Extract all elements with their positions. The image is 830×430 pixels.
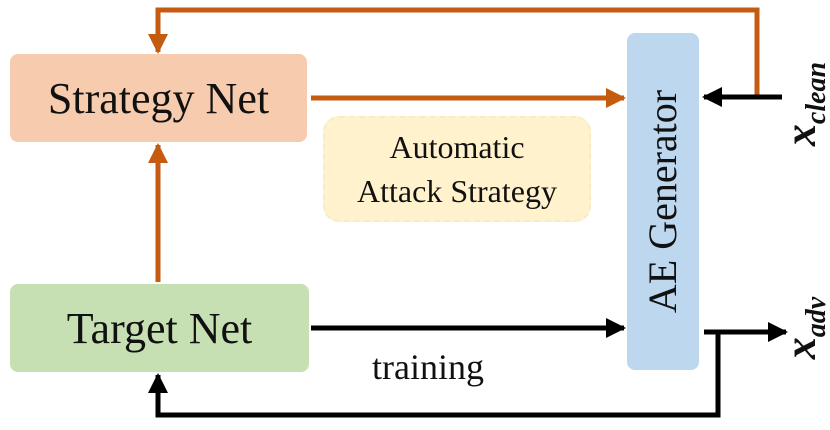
ae-generator-node: AE Generator [627, 33, 699, 370]
target-net-node: Target Net [10, 284, 309, 372]
strategy-net-node: Strategy Net [10, 54, 307, 142]
x-adv-label: xadv [775, 297, 830, 359]
strategy-net-label: Strategy Net [47, 73, 270, 123]
x-clean-symbol: x [776, 124, 825, 147]
annotation-line-2: Attack Strategy [357, 173, 557, 209]
x-clean-label: xclean [775, 62, 830, 146]
clean-loop-edge [148, 7, 760, 97]
x-adv-subscript: adv [801, 296, 830, 338]
training-edge-label: training [372, 347, 484, 387]
x-clean-subscript: clean [801, 61, 830, 125]
adv-loop-edge [148, 332, 721, 418]
annotation-line-1: Automatic [389, 129, 525, 165]
x-adv-symbol: x [776, 337, 825, 360]
ae-generator-label: AE Generator [640, 89, 686, 314]
automatic-attack-strategy-note: Automatic Attack Strategy [323, 116, 591, 222]
target-net-label: Target Net [66, 303, 253, 353]
